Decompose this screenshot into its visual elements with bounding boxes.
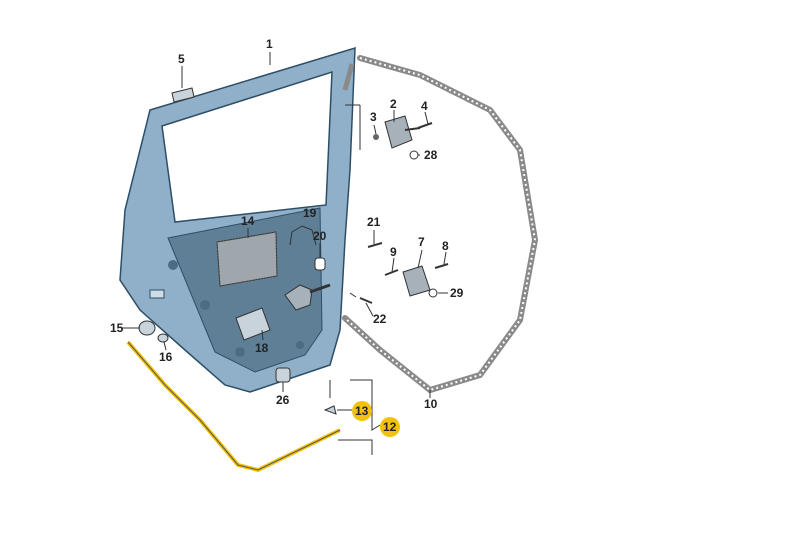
part-19-check-strap bbox=[284, 257, 331, 311]
part-26-buffer bbox=[275, 367, 291, 383]
part-14-pad bbox=[216, 231, 278, 287]
lower-hinge bbox=[359, 242, 449, 304]
callout-13-highlight bbox=[352, 401, 372, 421]
callout-4: 4 bbox=[421, 99, 428, 113]
part-16-plug bbox=[157, 333, 169, 343]
callout-1: 1 bbox=[266, 37, 273, 51]
callout-7: 7 bbox=[418, 235, 425, 249]
callout-20: 20 bbox=[313, 229, 327, 243]
callout-8: 8 bbox=[442, 239, 449, 253]
callout-12: 12 bbox=[383, 420, 397, 434]
part-18-block bbox=[235, 307, 271, 341]
callout-26: 26 bbox=[276, 393, 290, 407]
callout-15: 15 bbox=[110, 321, 124, 335]
callout-12-highlight bbox=[380, 417, 400, 437]
callout-10: 10 bbox=[424, 397, 438, 411]
upper-hinge bbox=[373, 115, 433, 160]
leader-lines bbox=[122, 52, 448, 455]
callout-28: 28 bbox=[424, 148, 438, 162]
callout-9: 9 bbox=[390, 245, 397, 259]
part-5-plate bbox=[171, 87, 195, 103]
callout-13: 13 bbox=[355, 404, 369, 418]
callout-3: 3 bbox=[370, 110, 377, 124]
part-13-clip bbox=[323, 405, 337, 415]
callout-29: 29 bbox=[450, 286, 464, 300]
callout-18: 18 bbox=[255, 341, 269, 355]
callout-19: 19 bbox=[303, 206, 317, 220]
callout-22: 22 bbox=[373, 312, 387, 326]
callout-14: 14 bbox=[241, 214, 255, 228]
callout-21: 21 bbox=[367, 215, 381, 229]
part-15-cap bbox=[138, 320, 156, 336]
callout-16: 16 bbox=[159, 350, 173, 364]
callout-2: 2 bbox=[390, 97, 397, 111]
door-panel bbox=[119, 46, 356, 393]
callout-5: 5 bbox=[178, 52, 185, 66]
